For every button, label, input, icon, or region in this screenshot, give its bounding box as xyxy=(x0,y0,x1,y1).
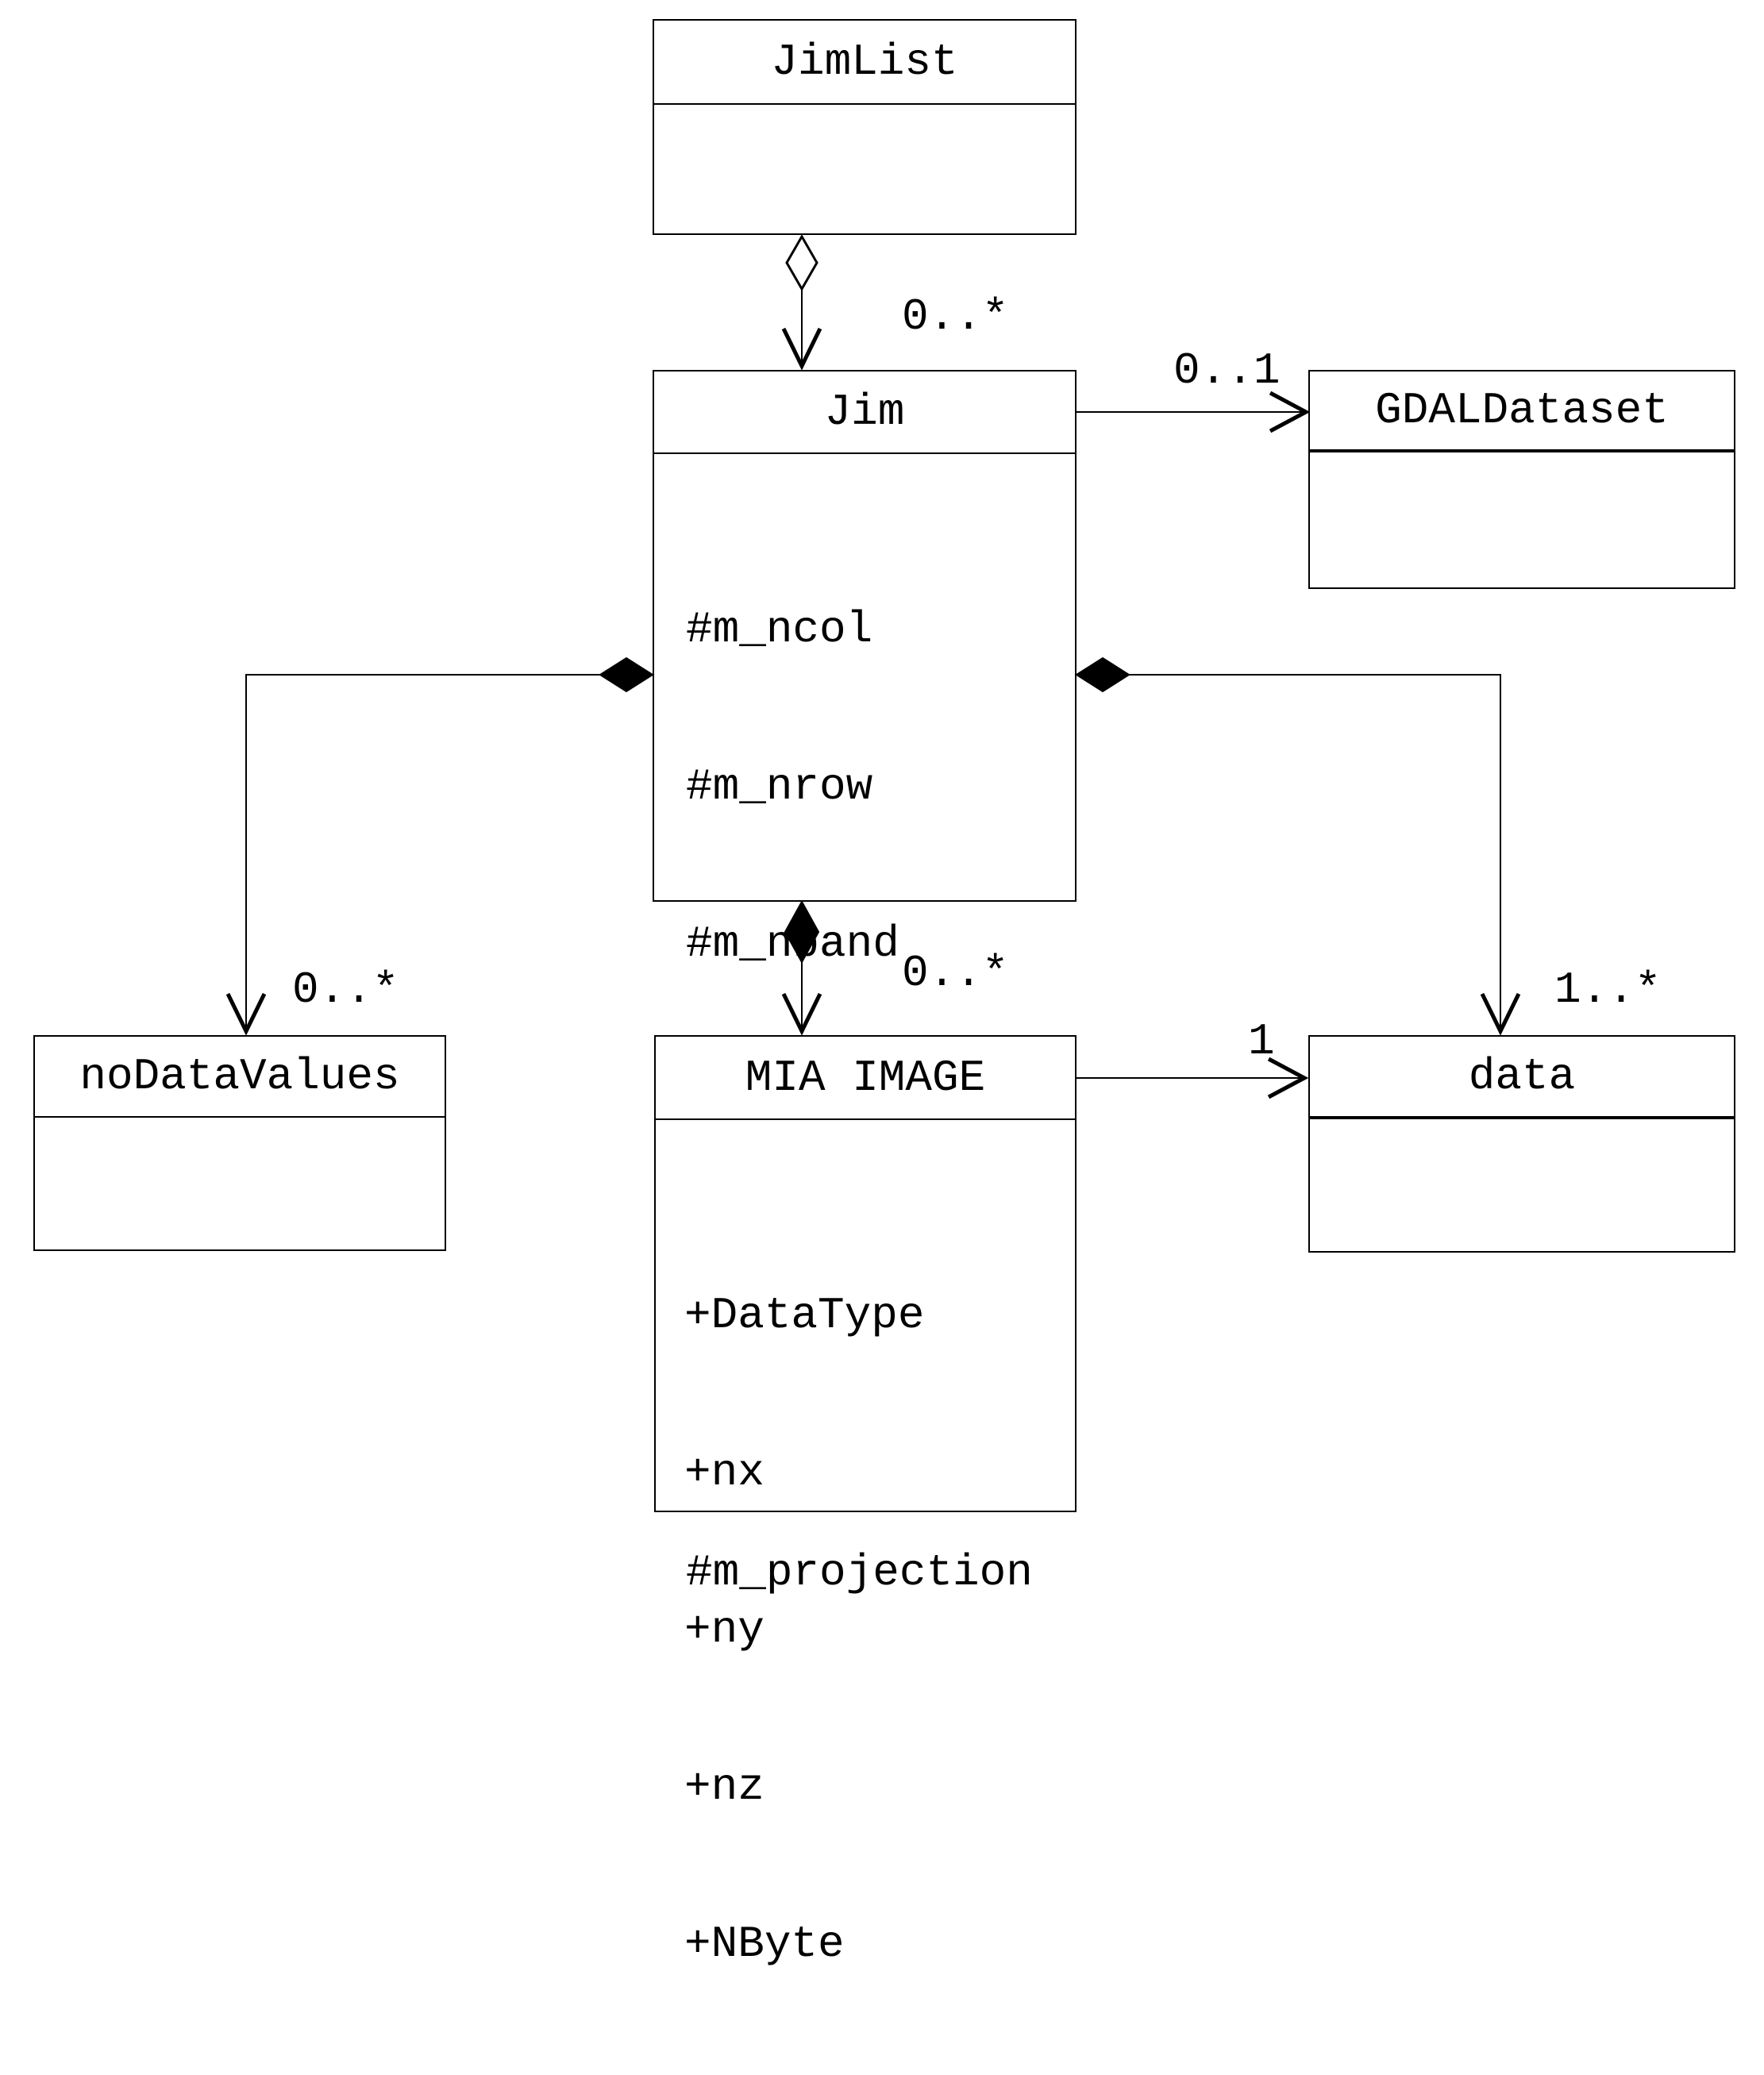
attribute: #m_nrow xyxy=(686,761,873,812)
aggregation-jimlist-jim xyxy=(781,233,822,371)
multiplicity-label-jimlist-jim: 0..* xyxy=(902,291,1009,342)
attribute: +DataType xyxy=(684,1290,925,1341)
open-arrowhead-icon xyxy=(781,992,822,1036)
uml-class-diagram: { "diagram": { "title": "Jim / MIA IMAGE… xyxy=(33,19,1735,1969)
class-title-jimlist: JimList xyxy=(654,21,1075,105)
association-jim-gdaldataset xyxy=(1077,391,1311,433)
filled-diamond-icon xyxy=(1075,656,1130,693)
multiplicity-label-jim-nodatavalues: 0..* xyxy=(292,964,399,1015)
class-attrs-mia-image: +DataType +nx +ny +nz +NByte xyxy=(656,1120,1075,2075)
class-box-mia-image: MIA IMAGE +DataType +nx +ny +nz +NByte xyxy=(654,1035,1077,1969)
multiplicity-label-jim-data: 1..* xyxy=(1554,964,1662,1015)
class-box-jimlist: JimList xyxy=(653,19,1077,235)
connector-line xyxy=(1129,674,1501,1031)
open-arrowhead-icon xyxy=(225,992,267,1036)
class-title-mia-image: MIA IMAGE xyxy=(656,1037,1075,1120)
attribute: #m_ncol xyxy=(686,604,873,655)
attribute: +NByte xyxy=(684,1919,845,1969)
multiplicity-label-jim-gdaldataset: 0..1 xyxy=(1173,345,1281,396)
multiplicity-label-mia-image-data: 1 xyxy=(1248,1016,1275,1067)
class-box-nodatavalues: noDataValues xyxy=(33,1035,446,1251)
attribute: +ny xyxy=(684,1604,765,1655)
attribute: +nx xyxy=(684,1447,765,1498)
connector-layer: Jim : aggregation --> GDALDataset : asso… xyxy=(225,233,1521,1099)
attribute: +nz xyxy=(684,1761,765,1812)
open-arrowhead-icon xyxy=(781,327,822,371)
attribute: #m_nband xyxy=(686,918,899,969)
class-title-nodatavalues: noDataValues xyxy=(35,1037,445,1118)
filled-diamond-icon xyxy=(599,656,654,693)
composition-jim-nodatavalues xyxy=(225,656,654,1036)
class-title-data: data xyxy=(1310,1037,1734,1119)
class-title-jim: Jim xyxy=(654,371,1075,454)
open-arrowhead-icon xyxy=(1480,992,1521,1036)
class-box-jim: Jim #m_ncol #m_nrow #m_nband #m_nplane #… xyxy=(653,370,1077,1598)
association-mia-image-data xyxy=(1077,1057,1309,1099)
class-box-data: data xyxy=(1308,1035,1735,1253)
class-box-gdaldataset: GDALDataset xyxy=(1308,370,1735,589)
hollow-diamond-icon xyxy=(785,233,818,292)
composition-jim-mia-image xyxy=(781,899,822,1036)
open-arrowhead-icon xyxy=(1267,1057,1309,1099)
open-arrowhead-icon xyxy=(1269,391,1311,433)
class-title-gdaldataset: GDALDataset xyxy=(1310,371,1734,452)
connector-line xyxy=(245,674,600,1031)
composition-jim-data xyxy=(1075,656,1521,1036)
multiplicity-label-jim-mia-image: 0..* xyxy=(902,948,1009,999)
